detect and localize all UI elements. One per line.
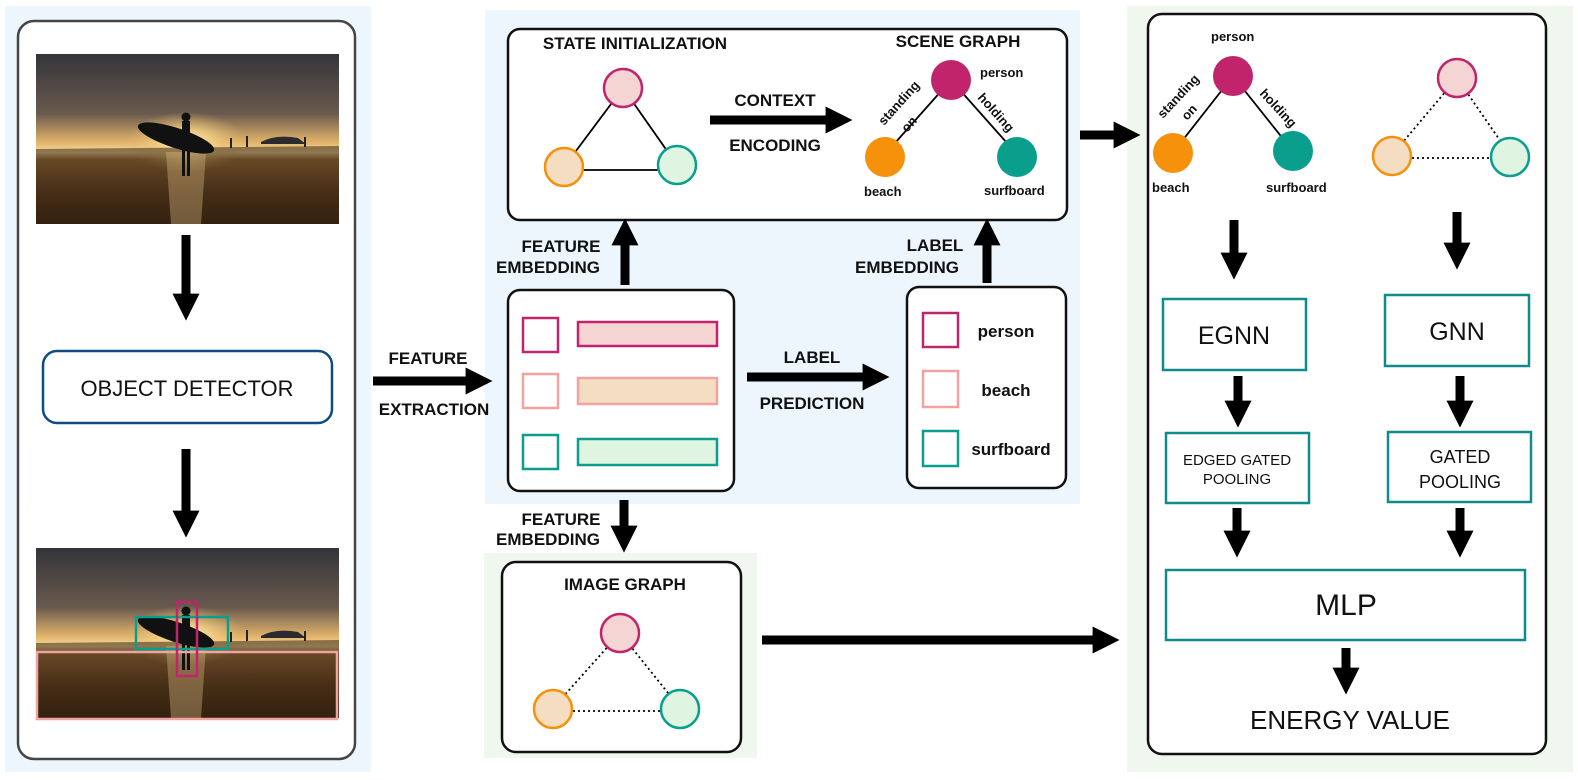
image-node-person [599,612,641,654]
right-label-beach: beach [1152,180,1190,195]
label-item-surfboard: surfboard [971,440,1050,459]
gated-pooling-box [1386,430,1533,504]
energy-value-label: ENERGY VALUE [1250,705,1450,735]
label-item-person: person [978,322,1035,341]
bbox-surfboard [134,615,230,651]
edged-gated-pooling-label-2: POOLING [1203,471,1271,488]
right-node-beach [1153,133,1193,173]
label-embedding-up-1: LABEL [907,236,964,255]
label-square-surfboard [921,429,960,468]
label-square-person [921,311,960,349]
input-image [36,54,339,224]
feature-bar-surfboard [576,437,719,467]
egnn-label: EGNN [1198,322,1270,350]
context-encoding-label-2: ENCODING [729,136,821,155]
bbox-beach [35,650,339,721]
gated-pooling-label-1: GATED [1430,447,1491,467]
mlp-box [1164,568,1527,642]
feature-bar-person [576,320,719,348]
scene-label-person: person [980,65,1023,80]
right-label-surfboard: surfboard [1266,180,1327,195]
gnn-label: GNN [1429,318,1485,346]
scene-node-person [931,60,971,100]
gnn-box [1383,293,1531,368]
right-label-person: person [1211,29,1254,44]
scene-label-beach: beach [864,184,902,199]
edged-gated-pooling-box [1164,431,1311,505]
init-node-beach [543,146,585,188]
feature-square-beach [521,372,560,410]
feature-square-surfboard [521,433,560,471]
object-detector-box [41,349,334,425]
image-node-surfboard [659,688,701,730]
bbox-person [175,600,199,678]
right-panel-frame [1146,12,1548,756]
image-graph-right [1371,57,1531,178]
feature-extraction-label-1: FEATURE [388,349,467,368]
feature-embedding-up-2: EMBEDDING [496,258,600,277]
edged-gated-pooling-label-1: EDGED GATED [1183,452,1291,469]
feature-square-person [521,316,560,354]
init-node-person [602,67,644,109]
label-embedding-up-2: EMBEDDING [855,258,959,277]
mlp-label: MLP [1315,589,1377,622]
gated-pooling-label-2: POOLING [1419,472,1501,492]
state-initialization-title: STATE INITIALIZATION [543,34,727,53]
label-prediction-label-2: PREDICTION [760,394,865,413]
scene-graph-title: SCENE GRAPH [896,32,1021,51]
image-graph-title: IMAGE GRAPH [564,575,686,594]
detected-image [36,548,339,718]
feature-embedding-down-1: FEATURE [521,510,600,529]
image-graph [532,612,701,730]
egnn-box [1161,297,1308,372]
feature-embedding-up-1: FEATURE [521,237,600,256]
scene-label-surfboard: surfboard [984,183,1045,198]
scene-node-surfboard [997,137,1037,177]
right-node-surfboard [1273,131,1313,171]
image-node-beach [532,688,574,730]
right-node-person [1213,56,1253,96]
feature-embedding-down-2: EMBEDDING [496,530,600,549]
context-encoding-label-1: CONTEXT [734,91,816,110]
feature-bar-beach [576,376,719,406]
init-node-surfboard [656,144,698,186]
feature-extraction-label-2: EXTRACTION [379,400,490,419]
label-item-beach: beach [981,381,1030,400]
label-square-beach [921,369,960,409]
scene-node-beach [865,137,905,177]
init-graph [543,67,698,188]
object-detector-label: OBJECT DETECTOR [80,376,293,401]
label-prediction-label-1: LABEL [784,348,841,367]
